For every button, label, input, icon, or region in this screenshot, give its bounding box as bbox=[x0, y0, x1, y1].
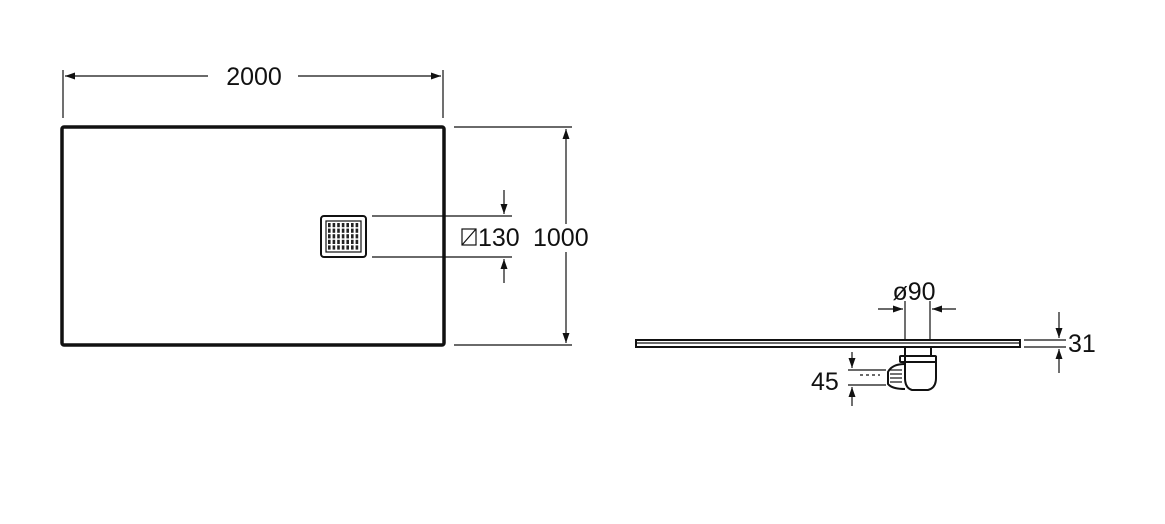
grate-slot bbox=[332, 239, 336, 244]
length-dimension: 2000 bbox=[62, 63, 444, 118]
grate-slot bbox=[341, 245, 345, 250]
grate-slot bbox=[346, 234, 349, 239]
plan-view: 2000 130 1000 bbox=[60, 63, 589, 347]
drain-label: 130 bbox=[478, 224, 520, 252]
grate-slot bbox=[355, 223, 359, 228]
grate-slot bbox=[337, 234, 340, 239]
waste-height-label: 45 bbox=[811, 368, 839, 396]
square-icon bbox=[461, 228, 477, 246]
drain-grate bbox=[320, 215, 367, 258]
drain-dimension: 130 bbox=[372, 190, 520, 283]
grate-slot bbox=[332, 223, 336, 228]
tray-profile bbox=[635, 339, 1021, 348]
waste-diameter-label: ø90 bbox=[892, 278, 935, 306]
grate-slot bbox=[351, 239, 354, 244]
grate-slot bbox=[351, 234, 354, 239]
grate-slot bbox=[355, 234, 359, 239]
grate-slot bbox=[355, 228, 359, 233]
grate-slot bbox=[337, 223, 340, 228]
grate-slot bbox=[332, 228, 336, 233]
grate-slot bbox=[337, 245, 340, 250]
grate-slot bbox=[341, 234, 345, 239]
grate-slot bbox=[328, 239, 331, 244]
grate-slot bbox=[346, 223, 349, 228]
grate-slot bbox=[346, 239, 349, 244]
width-label: 1000 bbox=[533, 224, 589, 252]
width-dimension: 1000 bbox=[454, 126, 589, 346]
grate-slot bbox=[355, 245, 359, 250]
grate-slot bbox=[351, 228, 354, 233]
grate-slot bbox=[346, 245, 349, 250]
waste-trap bbox=[860, 346, 937, 391]
grate-slot bbox=[332, 234, 336, 239]
grate-slot bbox=[341, 239, 345, 244]
waste-diameter-dimension: ø90 bbox=[878, 278, 956, 340]
tray-height-dimension: 31 bbox=[1024, 312, 1096, 373]
side-view: ø90 31 45 bbox=[635, 278, 1096, 406]
grate-slot bbox=[328, 245, 331, 250]
grate-slot bbox=[346, 228, 349, 233]
grate-slot bbox=[355, 239, 359, 244]
grate-slot bbox=[341, 223, 345, 228]
length-label: 2000 bbox=[226, 63, 282, 91]
grate-slot bbox=[351, 223, 354, 228]
grate-slot bbox=[328, 228, 331, 233]
grate-slot bbox=[337, 228, 340, 233]
grate-slot bbox=[328, 234, 331, 239]
grate-slot bbox=[332, 245, 336, 250]
grate-slot bbox=[351, 245, 354, 250]
grate-slot bbox=[337, 239, 340, 244]
waste-height-dimension: 45 bbox=[811, 352, 886, 406]
grate-slot bbox=[341, 228, 345, 233]
tray-height-label: 31 bbox=[1068, 330, 1096, 358]
grate-slot bbox=[328, 223, 331, 228]
tray-outline-top-view bbox=[60, 125, 446, 347]
